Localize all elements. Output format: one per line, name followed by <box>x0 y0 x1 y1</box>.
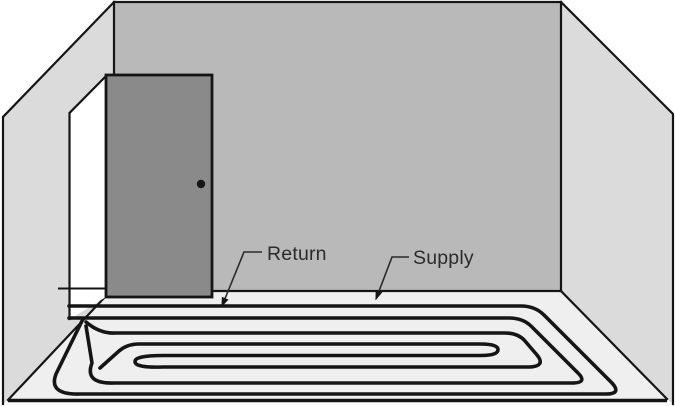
door-jamb-edge <box>68 74 108 321</box>
right-wall <box>561 2 673 404</box>
supply-label: Supply <box>413 247 474 269</box>
left-wall-floor-line <box>6 296 106 402</box>
return-pipe <box>67 316 584 385</box>
door-panel <box>104 73 214 299</box>
door <box>104 73 214 299</box>
left-wall-outline <box>1 0 116 406</box>
return-leader-line <box>221 251 262 308</box>
supply-leader-line <box>375 256 409 301</box>
right-wall-outline <box>559 0 675 406</box>
supply-pipe <box>52 304 618 396</box>
right-wall-floor-line <box>559 289 669 401</box>
return-label: Return <box>267 243 327 265</box>
doorway-opening <box>70 76 106 319</box>
inner-pipe-loop <box>84 320 543 370</box>
back-wall <box>114 2 561 291</box>
door-knob <box>196 179 206 189</box>
